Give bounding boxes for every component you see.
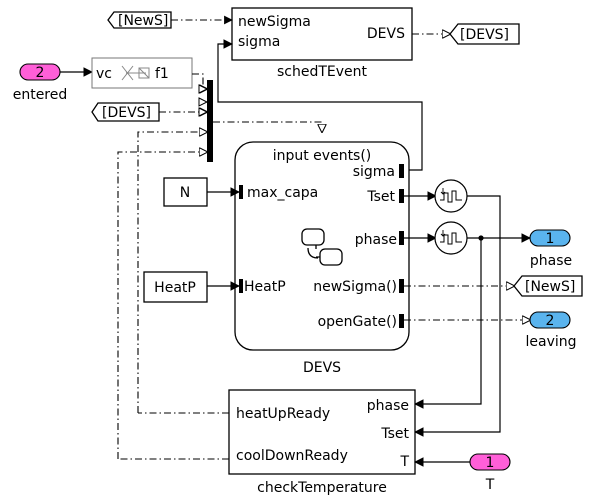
vc-f1-block[interactable]: vc f1 (91, 57, 193, 89)
devs-heatp-port (239, 279, 243, 293)
devs-tset-port (399, 189, 404, 203)
devs-from-label: [DEVS] (102, 105, 151, 121)
devs-heatp-port-label: HeatP (244, 279, 286, 295)
leaving-outport[interactable]: 2 leaving (525, 311, 577, 350)
devs-max-capa-port (239, 185, 243, 199)
schedTEvent-devs-port-label: DEVS (367, 26, 405, 42)
mux-bar (207, 80, 213, 162)
devs-sigma-port (399, 164, 404, 178)
phase-outport[interactable]: 1 phase (529, 229, 572, 269)
f1-label: f1 (155, 66, 169, 82)
checkTemperature-block[interactable]: heatUpReady coolDownReady phase Tset T c… (228, 389, 416, 496)
cooldown-to-mux-wire (117, 152, 207, 459)
check-cooldownready-port-label: coolDownReady (236, 448, 348, 464)
check-phase-port-label: phase (367, 398, 409, 414)
tset-to-check-wire (414, 195, 501, 437)
news-from-tag[interactable]: [NewS] (107, 11, 172, 29)
devs-newsigma-port (399, 279, 404, 293)
news-from-label: [NewS] (118, 13, 168, 29)
check-t-port-label: T (399, 454, 409, 470)
stateflow-chart-icon (301, 228, 343, 266)
vc-block-icon (121, 65, 150, 81)
n-constant-block[interactable]: N (163, 177, 208, 207)
leaving-outport-label: leaving (525, 334, 576, 350)
devs-chart-block[interactable]: input events() sigma Tset phase max_capa… (234, 141, 410, 376)
devs-sigma-port-label: sigma (353, 164, 395, 180)
t-inport[interactable]: 1 T (469, 453, 511, 493)
phase-outport-number: 1 (546, 231, 555, 247)
t-inport-number: 1 (486, 455, 495, 471)
tset-zoh-icon (440, 190, 462, 203)
devs-header-label: input events() (273, 148, 372, 164)
schedTEvent-caption: schedTEvent (277, 64, 368, 80)
phase-outport-label: phase (530, 253, 572, 269)
mux-in2-arrow (198, 97, 209, 107)
sigma-feedback-wire (217, 39, 423, 171)
devs-goto-label: [DEVS] (460, 27, 509, 43)
entered-inport-label: entered (13, 87, 68, 103)
schedTEvent-sigma-port-label: sigma (238, 34, 280, 50)
devs-phase-port-label: phase (355, 232, 397, 248)
devs-from-tag[interactable]: [DEVS] (91, 102, 160, 122)
entered-inport[interactable]: 2 entered (13, 63, 68, 103)
heatp-constant-label: HeatP (154, 280, 196, 296)
mux-to-devs-wire (213, 121, 322, 132)
leaving-outport-shape (529, 311, 571, 329)
news-goto-tag[interactable]: [NewS] (513, 275, 583, 297)
check-tset-port-label: Tset (380, 426, 409, 442)
phase-outport-shape (529, 229, 571, 247)
mux-in3-arrow (198, 107, 209, 117)
heatp-constant-block[interactable]: HeatP (143, 271, 208, 303)
phase-to-check-wire (414, 238, 482, 409)
leaving-outport-number: 2 (546, 313, 555, 329)
news-goto-label: [NewS] (525, 279, 575, 295)
devs-phase-port (399, 231, 404, 245)
devs-goto-tag[interactable]: [DEVS] (449, 23, 520, 45)
tset-zoh-block[interactable] (434, 179, 468, 213)
mux-in1-arrow (198, 84, 209, 94)
devs-caption: DEVS (303, 360, 341, 376)
entered-inport-number: 2 (36, 65, 45, 81)
t-inport-shape (469, 453, 511, 471)
phase-zoh-icon (440, 232, 462, 245)
check-heatupready-port-label: heatUpReady (236, 406, 330, 422)
devs-tset-port-label: Tset (366, 189, 395, 205)
n-constant-label: N (180, 185, 190, 201)
heatup-to-mux-wire (137, 132, 207, 413)
checkTemperature-caption: checkTemperature (257, 480, 387, 496)
t-inport-label: T (485, 477, 495, 493)
schedTEvent-block[interactable]: newSigma sigma DEVS schedTEvent (231, 7, 413, 80)
devs-max-capa-port-label: max_capa (247, 185, 318, 201)
devs-opengate-port (399, 314, 404, 328)
devs-newsigma-port-label: newSigma() (313, 279, 397, 295)
devs-opengate-port-label: openGate() (318, 314, 397, 330)
vc-to-mux-wire (192, 73, 207, 89)
vc-label: vc (96, 66, 112, 82)
schedTEvent-newsigma-port-label: newSigma (238, 14, 311, 30)
phase-zoh-block[interactable] (434, 221, 468, 255)
